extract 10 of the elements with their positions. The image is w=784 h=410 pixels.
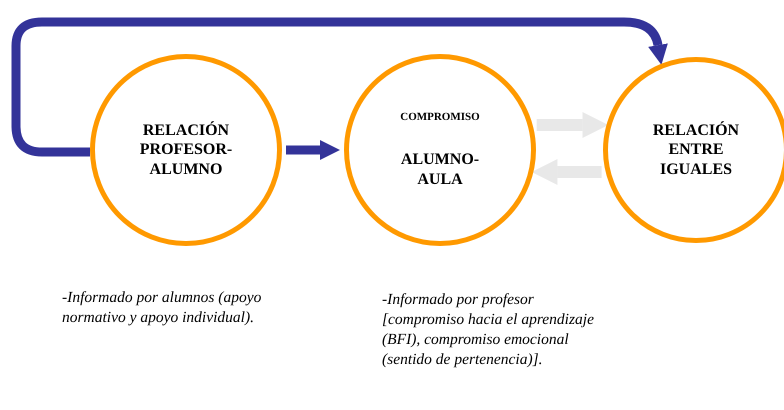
node-label: RELACIÓN PROFESOR- ALUMNO [138,121,234,179]
note-text: -Informado por alumnos (apoyo normativo y apoyo individual). [62,288,262,328]
note-text: -Informado por profesor [compromiso hacia el aprendizaje (BFI), compromiso emocional (sentido de pertenencia)]. [382,290,595,370]
node-label: ALUMNO- AULA [400,150,480,189]
arrow [536,112,608,138]
arrow [531,159,602,185]
arrow [286,140,340,160]
node-label: COMPROMISO [399,111,481,124]
node-label: RELACIÓN ENTRE IGUALES [652,121,740,179]
arrow [12,18,668,156]
